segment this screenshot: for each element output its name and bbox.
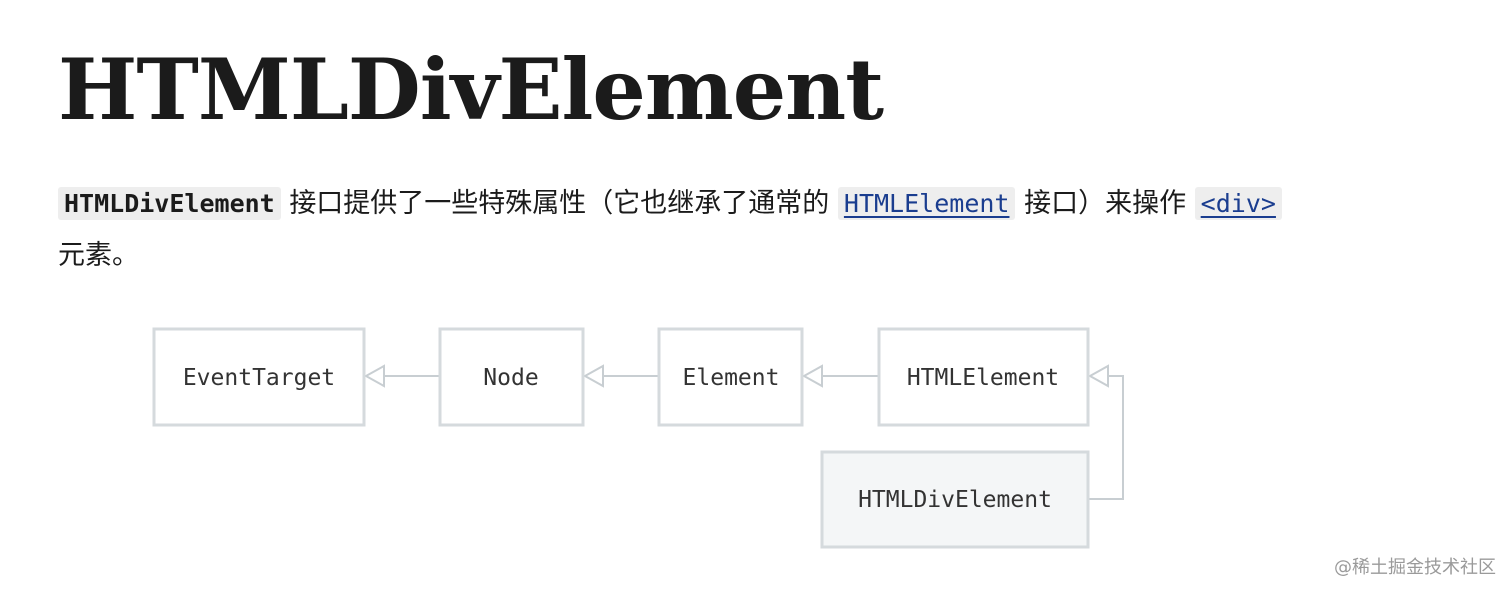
arrowhead-eventtarget bbox=[363, 364, 385, 388]
page-title: HTMLDivElement bbox=[58, 40, 884, 139]
intro-paragraph: HTMLDivElement 接口提供了一些特殊属性（它也继承了通常的 HTML… bbox=[58, 178, 1478, 282]
node-element[interactable]: Element bbox=[657, 327, 804, 427]
arrowhead-node bbox=[582, 364, 604, 388]
connector-htmldivelement-htmlelement bbox=[1089, 375, 1124, 500]
htmlelement-link[interactable]: HTMLElement bbox=[837, 187, 1016, 220]
node-label-node: Node bbox=[483, 365, 538, 391]
node-htmlelement[interactable]: HTMLElement bbox=[877, 327, 1090, 427]
intro-text-2: 接口）来操作 bbox=[1024, 188, 1187, 219]
node-label-htmldivelement: HTMLDivElement bbox=[858, 487, 1052, 513]
node-label-eventtarget: EventTarget bbox=[183, 365, 335, 391]
interface-name-code: HTMLDivElement bbox=[58, 187, 281, 220]
node-label-htmlelement: HTMLElement bbox=[907, 365, 1059, 391]
arrowhead-element bbox=[801, 364, 823, 388]
connectors bbox=[363, 364, 1124, 500]
node-eventtarget[interactable]: EventTarget bbox=[152, 327, 366, 427]
watermark: @稀土掘金技术社区 bbox=[1334, 557, 1496, 578]
node-htmldivelement[interactable]: HTMLDivElement bbox=[820, 450, 1090, 549]
div-element-link[interactable]: <div> bbox=[1194, 187, 1282, 220]
node-node[interactable]: Node bbox=[438, 327, 585, 427]
arrowhead-htmlelement bbox=[1087, 364, 1109, 388]
intro-text-1: 接口提供了一些特殊属性（它也继承了通常的 bbox=[289, 188, 830, 219]
intro-text-3: 元素。 bbox=[58, 240, 139, 271]
node-label-element: Element bbox=[683, 365, 780, 391]
